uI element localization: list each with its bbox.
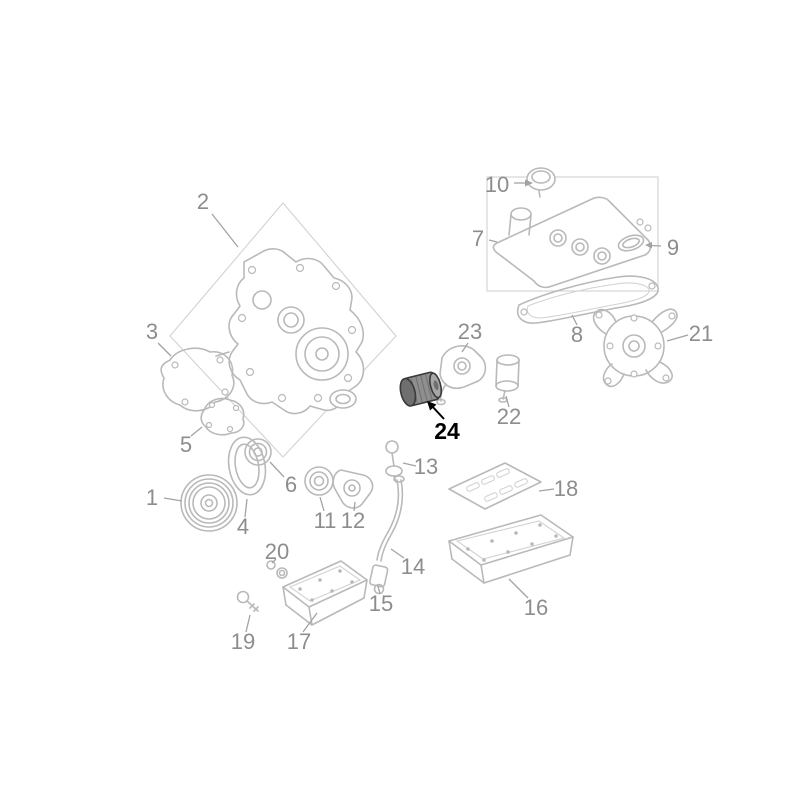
part-1-crank-pulley: [180, 474, 238, 532]
part-23-filter-adapter: [436, 345, 487, 406]
part-2-timing-cover: [215, 248, 365, 415]
diamond-outline: [169, 202, 397, 458]
part-16-oil-pan-lower: [448, 514, 574, 584]
part-number-1: 1: [146, 485, 158, 510]
part-number-11: 11: [314, 508, 337, 533]
part-number-10: 10: [485, 172, 509, 197]
part-number-7: 7: [472, 226, 484, 251]
part-7-valve-cover: [492, 196, 652, 289]
part-number-17: 17: [287, 629, 311, 654]
part-number-15: 15: [369, 591, 393, 616]
part-9-seal-oval: [617, 234, 645, 252]
valve-cover-box-outline: [486, 176, 659, 292]
part-number-19: 19: [231, 629, 255, 654]
part-22-connector: [495, 354, 520, 403]
part-5-gasket: [200, 397, 245, 436]
part-20-plug-washer: [266, 560, 288, 579]
part-14-dipstick-tube: [376, 475, 405, 562]
part-number-6: 6: [285, 472, 297, 497]
part-number-24-highlighted: 24: [434, 418, 460, 444]
part-12-retainer: [332, 469, 374, 509]
part-18-baffle-plate: [448, 462, 542, 510]
part-number-5: 5: [180, 432, 192, 457]
part-19-drain-plug: [236, 590, 259, 612]
part-number-22: 22: [497, 404, 521, 429]
part-number-16: 16: [524, 595, 548, 620]
part-8-valve-cover-gasket: [517, 275, 659, 324]
part-number-12: 12: [341, 508, 365, 533]
part-number-18: 18: [554, 476, 578, 501]
part-number-3: 3: [146, 319, 158, 344]
part-number-23: 23: [458, 319, 482, 344]
part-21-oil-pump: [592, 308, 678, 388]
part-number-4: 4: [237, 514, 249, 539]
callout-labels: 1 2 3 4 5 6 7 8 9 10 11 12 13 14 15 16 1…: [146, 172, 713, 654]
part-6-seal: [244, 438, 272, 466]
part-number-2: 2: [197, 189, 209, 214]
leader-lines: [157, 179, 689, 633]
part-number-13: 13: [414, 454, 438, 479]
part-number-9: 9: [667, 235, 679, 260]
part-number-14: 14: [401, 554, 425, 579]
part-24-oil-filter: [399, 371, 443, 407]
part-number-8: 8: [571, 322, 583, 347]
part-number-20: 20: [265, 539, 289, 564]
part-number-21: 21: [689, 321, 713, 346]
part-15-bracket: [369, 564, 389, 595]
part-11-seal: [304, 466, 334, 496]
part-17-oil-pan-upper: [282, 560, 368, 626]
highlight-arrowhead: [427, 401, 437, 411]
part-10-oil-filler-cap: [526, 167, 556, 198]
part-3-gasket: [160, 347, 235, 412]
